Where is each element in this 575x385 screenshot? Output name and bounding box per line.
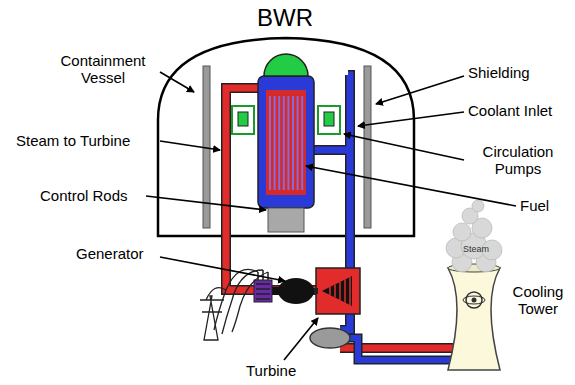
pump-motor	[238, 112, 248, 126]
diagram-title: BWR	[257, 4, 313, 32]
transformer	[254, 280, 272, 302]
steam-pipe-outline	[226, 88, 318, 290]
turbine-casing	[316, 268, 360, 314]
part-label: Containment Vessel	[48, 52, 158, 87]
part-label: Shielding	[468, 64, 530, 81]
tower-emblem	[463, 296, 485, 304]
part-label: Steam to Turbine	[16, 132, 130, 149]
circulation-pump	[232, 106, 254, 134]
turbine-rotor	[322, 276, 352, 306]
part-label: Circulation Pumps	[468, 143, 568, 178]
generator	[278, 278, 314, 304]
part-label: Cooling Tower	[503, 283, 573, 318]
part-label: Turbine	[246, 362, 296, 379]
part-label: Control Rods	[40, 187, 128, 204]
fuel-rods	[270, 96, 302, 190]
vessel-head	[264, 54, 308, 76]
containment-vessel	[158, 38, 414, 236]
part-label: Coolant Inlet	[468, 102, 552, 119]
cooling-tower	[448, 268, 500, 370]
pump-motor	[324, 112, 334, 126]
part-label: Steam	[463, 244, 489, 254]
power-lines	[200, 269, 268, 340]
tower-emblem	[472, 298, 477, 303]
part-label: Fuel	[520, 197, 549, 214]
steam-pipe	[226, 88, 318, 290]
tower-emblem	[466, 292, 482, 308]
reactor-vessel	[258, 76, 314, 208]
circulation-pump	[318, 106, 340, 134]
control-rod-drive	[268, 208, 304, 232]
condenser	[310, 328, 350, 348]
turbine-blades	[330, 277, 350, 306]
leader-lines	[146, 72, 516, 360]
part-label: Generator	[76, 245, 144, 262]
steam-cloud	[446, 200, 502, 272]
reactor-core	[266, 90, 306, 195]
shielding-wall	[364, 66, 371, 228]
